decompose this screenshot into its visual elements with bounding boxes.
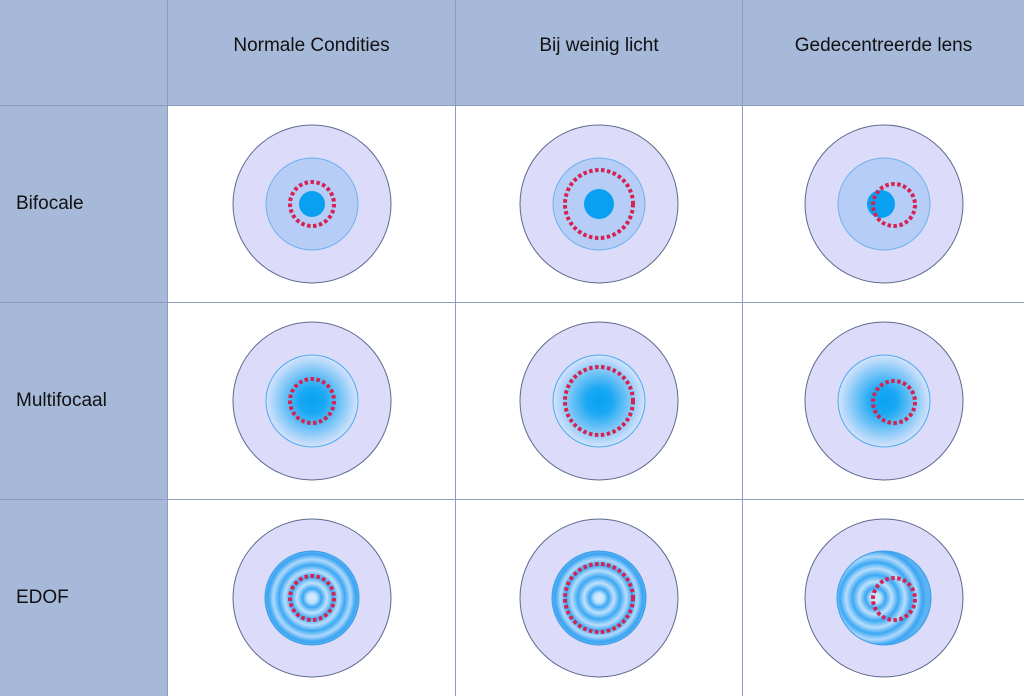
- row-header-label: EDOF: [16, 587, 69, 608]
- pupil-dashed-ring: [870, 576, 917, 622]
- cell-multifocal-normal: [168, 303, 456, 500]
- corner-cell: [0, 0, 168, 106]
- pupil-dashed-ring: [563, 168, 635, 240]
- cell-edof-normal: [168, 500, 456, 696]
- row-header-multifocal: Multifocaal: [0, 303, 168, 500]
- pupil-dashed-ring: [563, 562, 635, 634]
- cell-edof-low-light: [456, 500, 743, 696]
- pupil-dashed-ring: [287, 574, 336, 622]
- cell-multifocal-low-light: [456, 303, 743, 500]
- bifocal-decentered-lens-diagram: [804, 124, 963, 284]
- bifocal-normal-lens-diagram: [232, 124, 391, 284]
- cell-bifocal-normal: [168, 106, 456, 303]
- pupil-spot: [298, 191, 325, 217]
- edof-normal-lens-diagram: [232, 518, 391, 678]
- column-header-label: Normale Condities: [233, 34, 390, 56]
- multifocal-low-light-lens-diagram: [519, 321, 679, 481]
- cell-edof-decentered: [743, 500, 1024, 696]
- cell-bifocal-low-light: [456, 106, 743, 303]
- column-header-low-light: Bij weinig licht: [456, 0, 743, 106]
- column-header-normal: Normale Condities: [168, 0, 456, 106]
- row-header-bifocal: Bifocale: [0, 106, 168, 303]
- lens-zone: [836, 550, 931, 646]
- column-header-label: Gedecentreerde lens: [794, 34, 973, 56]
- pupil-dashed-ring: [563, 365, 635, 437]
- lens-zone: [265, 354, 358, 448]
- pupil-dashed-ring: [287, 377, 336, 425]
- cell-bifocal-decentered: [743, 106, 1024, 303]
- lens-zone: [837, 354, 930, 448]
- pupil-dashed-ring: [287, 180, 336, 228]
- multifocal-decentered-lens-diagram: [804, 321, 963, 481]
- multifocal-normal-lens-diagram: [232, 321, 391, 481]
- pupil-dashed-ring: [870, 379, 917, 425]
- pupil-spot: [584, 189, 614, 219]
- column-header-label: Bij weinig licht: [539, 34, 659, 56]
- row-header-edof: EDOF: [0, 500, 168, 696]
- column-header-decentered: Gedecentreerde lens: [743, 0, 1024, 106]
- row-header-label: Bifocale: [16, 193, 84, 214]
- bifocal-low-light-lens-diagram: [519, 124, 679, 284]
- edof-low-light-lens-diagram: [519, 518, 679, 678]
- cell-multifocal-decentered: [743, 303, 1024, 500]
- edof-decentered-lens-diagram: [804, 518, 963, 678]
- row-header-label: Multifocaal: [16, 390, 107, 411]
- pupil-dashed-ring: [870, 182, 917, 228]
- lens-zone: [264, 550, 359, 646]
